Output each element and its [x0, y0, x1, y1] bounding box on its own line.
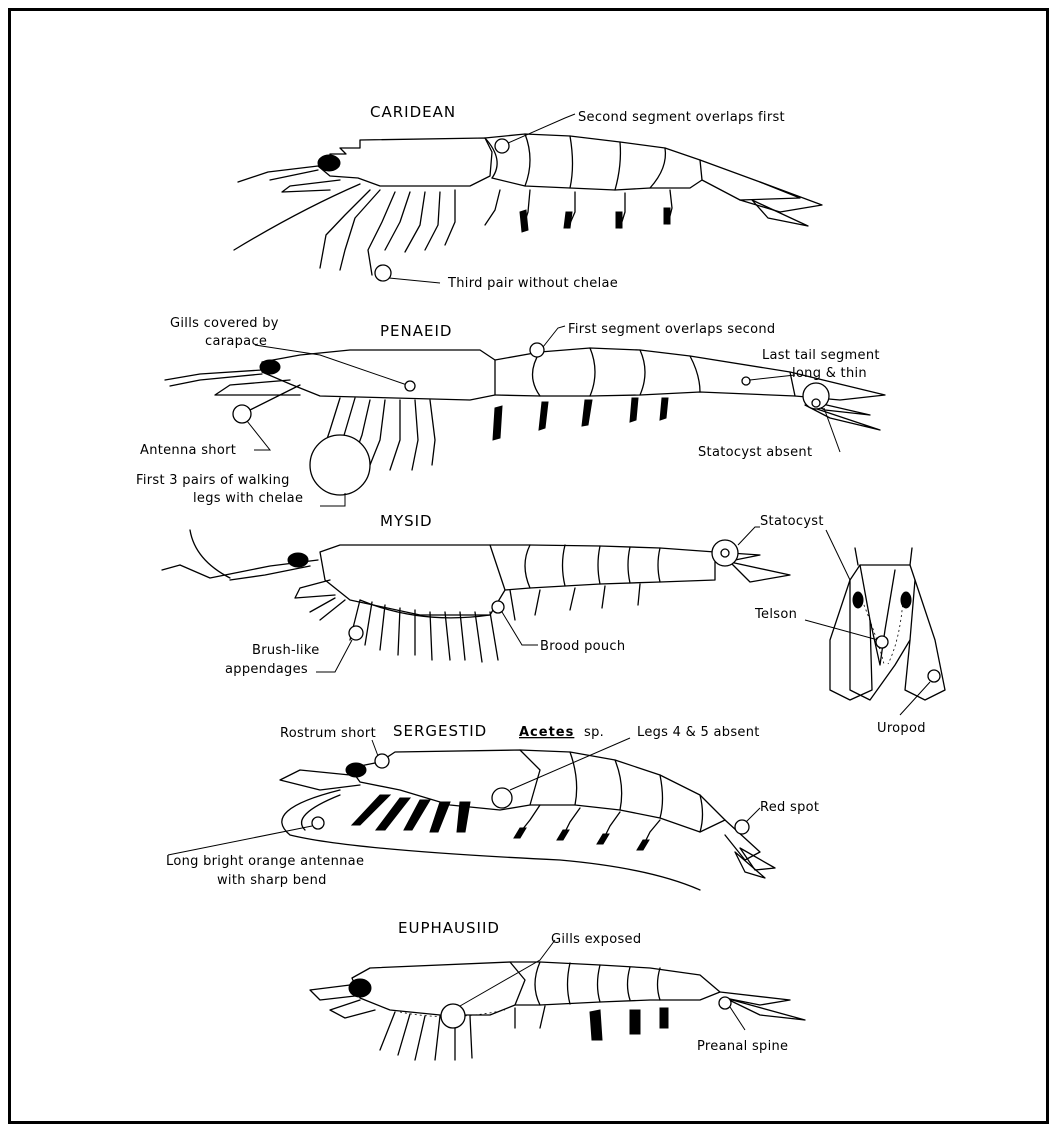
caridean-group: CARIDEAN [234, 103, 822, 291]
penaeid-label-gills-1: Gills covered by [170, 316, 279, 331]
mysid-label-brush-like-1: Brush-like [252, 643, 320, 658]
penaeid-group: PENAEID Gills covered by carapace [136, 316, 885, 506]
penaeid-label-statocyst-absent: Statocyst absent [698, 445, 812, 460]
mysid-label-uropod: Uropod [877, 721, 926, 736]
sergestid-label-rostrum-short: Rostrum short [280, 726, 376, 741]
penaeid-title: PENAEID [380, 322, 452, 340]
sergestid-title: SERGESTID [393, 722, 487, 740]
sergestid-subtitle-suffix: sp. [584, 725, 604, 740]
caridean-label-third-pair: Third pair without chelae [447, 276, 618, 291]
penaeid-label-gills-2: carapace [205, 334, 267, 349]
caridean-title: CARIDEAN [370, 103, 456, 121]
mysid-title: MYSID [380, 512, 433, 530]
eye-icon [349, 979, 371, 997]
mysid-label-brush-like-2: appendages [225, 662, 308, 677]
penaeid-label-antenna-short: Antenna short [140, 443, 236, 458]
penaeid-label-first-3-pairs-2: legs with chelae [193, 491, 303, 506]
penaeid-label-last-tail-1: Last tail segment [762, 348, 880, 363]
mysid-label-statocyst: Statocyst [760, 514, 824, 529]
penaeid-label-first-segment: First segment overlaps second [568, 322, 775, 337]
eye-icon [318, 155, 340, 171]
euphausiid-title: EUPHAUSIID [398, 919, 500, 937]
sergestid-label-antennae-2: with sharp bend [217, 873, 327, 888]
sergestid-subtitle-genus: Acetes [519, 725, 574, 740]
mysid-label-brood-pouch: Brood pouch [540, 639, 625, 654]
caridean-shrimp-drawing [234, 134, 822, 275]
penaeid-label-first-3-pairs-1: First 3 pairs of walking [136, 473, 290, 488]
eye-icon [288, 553, 308, 567]
mysid-label-telson: Telson [754, 607, 797, 622]
sergestid-shrimp-drawing [280, 750, 775, 890]
mysid-group: MYSID [162, 512, 945, 736]
euphausiid-label-gills-exposed: Gills exposed [551, 932, 641, 947]
sergestid-label-antennae-1: Long bright orange antennae [166, 854, 364, 869]
sergestid-label-red-spot: Red spot [760, 800, 819, 815]
euphausiid-group: EUPHAUSIID [310, 919, 805, 1060]
euphausiid-label-preanal-spine: Preanal spine [697, 1039, 788, 1054]
sergestid-group: SERGESTID Acetes sp. [166, 722, 819, 890]
penaeid-label-last-tail-2: long & thin [792, 366, 867, 381]
caridean-label-second-segment: Second segment overlaps first [578, 110, 785, 125]
eye-icon [260, 360, 280, 374]
sergestid-label-legs-absent: Legs 4 & 5 absent [637, 725, 760, 740]
